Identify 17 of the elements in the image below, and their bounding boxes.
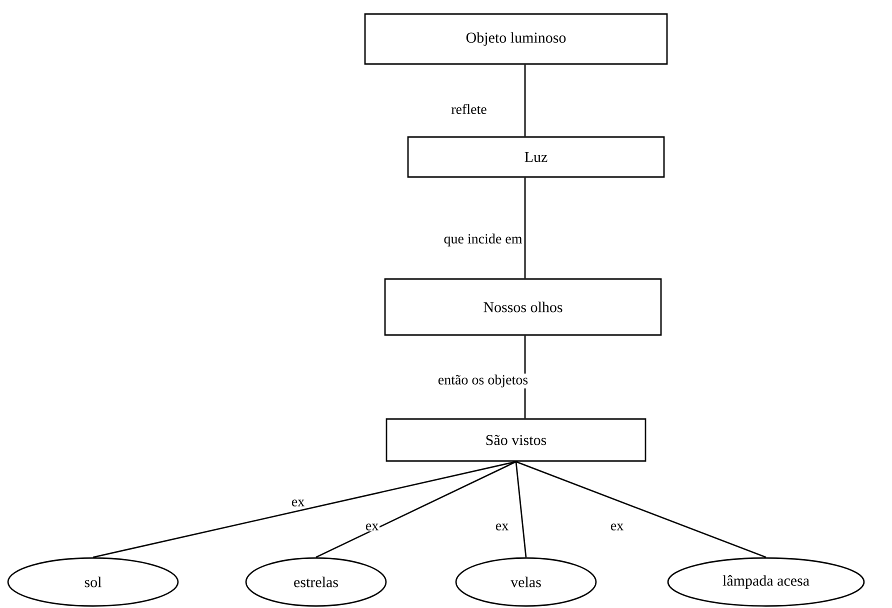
connector-line (515, 462, 527, 558)
edge-label: ex (609, 522, 625, 532)
edge-label: que incide em (442, 232, 524, 248)
connector-line (92, 461, 516, 558)
concept-box: São vistos (386, 418, 646, 462)
edge-label: ex (364, 522, 380, 532)
connector-line (524, 178, 526, 278)
connector-line (316, 461, 516, 558)
edge-label: ex (494, 522, 510, 532)
concept-box: Luz (407, 136, 665, 178)
edge-label: reflete (450, 103, 488, 115)
connector-line (524, 64, 526, 136)
concept-box: Objeto luminoso (364, 13, 668, 65)
edge-label: então os objetos (436, 374, 530, 388)
connector-line (516, 461, 766, 558)
concept-box: Nossos olhos (384, 278, 662, 336)
edge-label: ex (290, 498, 306, 508)
